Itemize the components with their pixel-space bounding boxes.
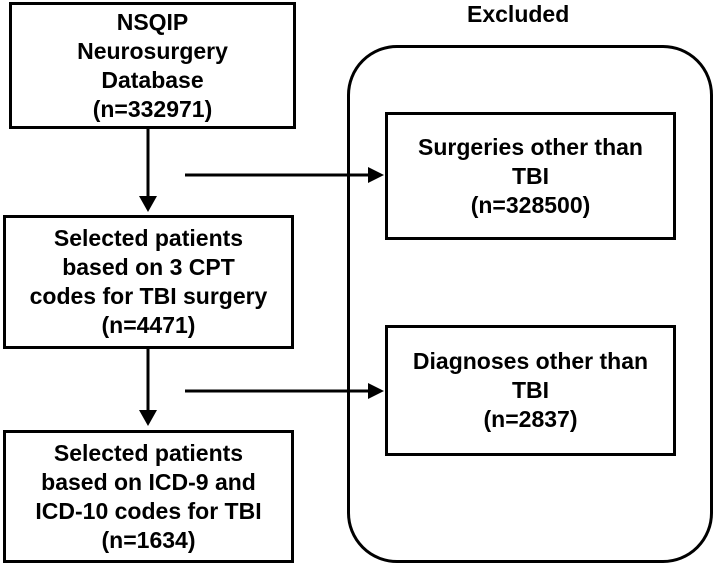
diagnoses-line-1: Diagnoses other than: [412, 348, 649, 374]
excluded-surgeries-box: Surgeries other than TBI (n=328500): [385, 112, 676, 240]
cpt-line-3: codes for TBI surgery: [29, 283, 268, 309]
excluded-panel: [347, 45, 713, 563]
database-line-3: Database: [101, 66, 204, 93]
database-box: NSQIP Neurosurgery Database (n=332971): [9, 2, 296, 129]
excluded-title: Excluded: [467, 1, 570, 27]
diagnoses-line-2: TBI: [511, 377, 550, 403]
icd-line-3: ICD-10 codes for TBI: [35, 497, 262, 524]
surgeries-count: (n=328500): [470, 191, 591, 218]
database-count: (n=332971): [92, 95, 213, 122]
cpt-line-2: based on 3 CPT: [62, 254, 235, 280]
surgeries-line-2: TBI: [511, 162, 550, 189]
diagnoses-count: (n=2837): [483, 406, 578, 432]
database-line-1: NSQIP: [116, 8, 189, 35]
database-line-2: Neurosurgery: [77, 37, 228, 64]
cpt-count: (n=4471): [101, 312, 196, 338]
cpt-selection-box: Selected patients based on 3 CPT codes f…: [3, 215, 294, 349]
arrowhead-database-to-cpt: [139, 196, 157, 212]
icd-count: (n=1634): [101, 526, 196, 553]
cpt-line-1: Selected patients: [53, 225, 244, 251]
icd-selection-box: Selected patients based on ICD-9 and ICD…: [3, 430, 294, 563]
arrowhead-to-excluded-surgeries: [368, 167, 384, 183]
icd-line-2: based on ICD-9 and: [41, 468, 256, 495]
icd-line-1: Selected patients: [53, 439, 244, 466]
surgeries-line-1: Surgeries other than: [418, 133, 643, 160]
arrowhead-to-excluded-diagnoses: [368, 383, 384, 399]
arrowhead-cpt-to-icd: [139, 410, 157, 426]
excluded-diagnoses-box: Diagnoses other than TBI (n=2837): [385, 325, 676, 456]
